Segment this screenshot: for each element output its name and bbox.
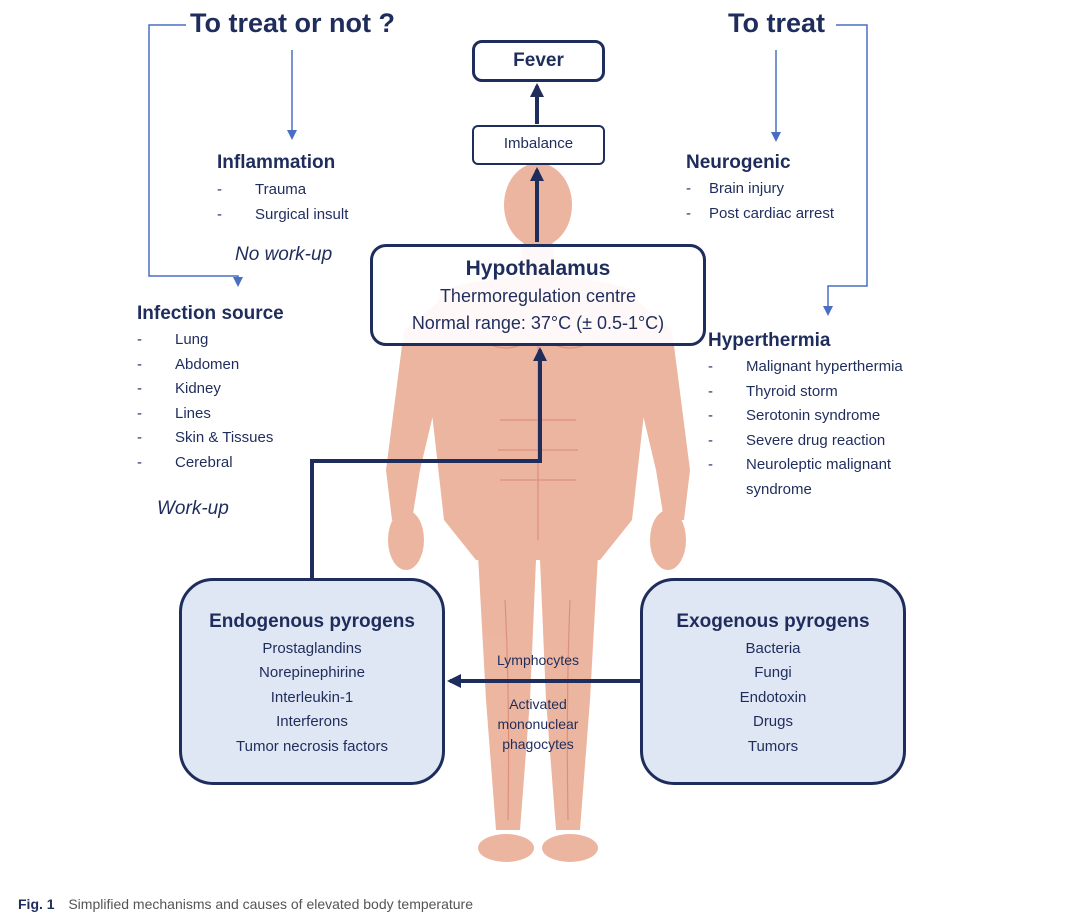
neurogenic-list: -Brain injury -Post cardiac arrest — [686, 177, 834, 226]
imbalance-box: Imbalance — [472, 125, 605, 165]
workup-note: Work-up — [157, 498, 229, 519]
arrow-endogenous-hypothalamus — [310, 347, 547, 578]
list-item: -Severe drug reaction — [708, 431, 886, 449]
phagocytes-label: Activated mononuclear phagocytes — [497, 696, 579, 752]
header-to-treat-or-not: To treat or not ? — [190, 8, 395, 38]
infection-source-list: -Lung -Abdomen -Kidney -Lines -Skin & Ti… — [137, 328, 273, 475]
human-body-illustration — [386, 163, 690, 862]
list-item: Endotoxin — [739, 688, 807, 706]
exogenous-pyrogens-box: Exogenous pyrogens Bacteria Fungi Endoto… — [640, 578, 906, 785]
inflammation-title: Inflammation — [217, 152, 336, 173]
hypothalamus-title: Hypothalamus — [465, 257, 611, 280]
list-item: -Kidney — [137, 380, 221, 397]
figure-caption: Fig. 1 Simplified mechanisms and causes … — [18, 896, 473, 912]
list-item: Bacteria — [745, 640, 801, 657]
infection-source-title: Infection source — [137, 303, 284, 324]
list-item: Prostaglandins — [262, 640, 362, 657]
fever-box: Fever — [472, 40, 605, 82]
list-item: Norepinephirine — [259, 664, 365, 682]
hyperthermia-title: Hyperthermia — [708, 330, 831, 351]
list-item: Drugs — [752, 713, 793, 731]
bracket-right-arrow — [823, 24, 868, 316]
lymphocytes-label: Lymphocytes — [497, 652, 579, 668]
inflammation-list: -Trauma -Surgical insult — [217, 178, 348, 227]
list-item: -Skin & Tissues — [137, 429, 274, 446]
list-item: -Brain injury — [686, 180, 785, 197]
figure-label: Fig. 1 — [18, 896, 55, 912]
endogenous-pyrogens-box: Endogenous pyrogens Prostaglandins Norep… — [179, 578, 445, 785]
list-item: Fungi — [754, 664, 792, 682]
list-item: -Lines — [137, 404, 211, 422]
list-item: -Cerebral — [137, 453, 233, 471]
figure-caption-text: Simplified mechanisms and causes of elev… — [68, 896, 474, 912]
list-item: -Neuroleptic malignant — [708, 456, 892, 473]
neurogenic-title: Neurogenic — [686, 152, 791, 173]
no-workup-note: No work-up — [235, 244, 333, 265]
list-item: -Lung — [137, 331, 209, 348]
hypothalamus-line2: Normal range: 37°C (± 0.5-1°C) — [411, 313, 665, 333]
hyperthermia-list: -Malignant hyperthermia -Thyroid storm -… — [708, 355, 903, 502]
list-item: -Malignant hyperthermia — [708, 358, 903, 375]
hypothalamus-line1: Thermoregulation centre — [439, 286, 637, 306]
list-item: -Abdomen — [137, 355, 240, 373]
exogenous-title: Exogenous pyrogens — [676, 611, 870, 632]
list-item: Tumor necrosis factors — [236, 737, 388, 755]
endogenous-title: Endogenous pyrogens — [209, 611, 415, 632]
list-item: -Post cardiac arrest — [686, 204, 835, 222]
list-item: Tumors — [747, 737, 799, 755]
list-item: Interleukin-1 — [270, 688, 354, 706]
list-item: syndrome — [746, 480, 812, 498]
list-item: -Thyroid storm — [708, 382, 838, 400]
hypothalamus-box: Hypothalamus Thermoregulation centre Nor… — [370, 244, 706, 346]
list-item: Interferons — [276, 713, 348, 731]
bracket-left-arrow — [148, 24, 243, 287]
header-to-treat: To treat — [728, 8, 826, 38]
list-item: -Surgical insult — [217, 205, 349, 223]
list-item: -Serotonin syndrome — [708, 407, 881, 424]
list-item: -Trauma — [217, 181, 307, 198]
